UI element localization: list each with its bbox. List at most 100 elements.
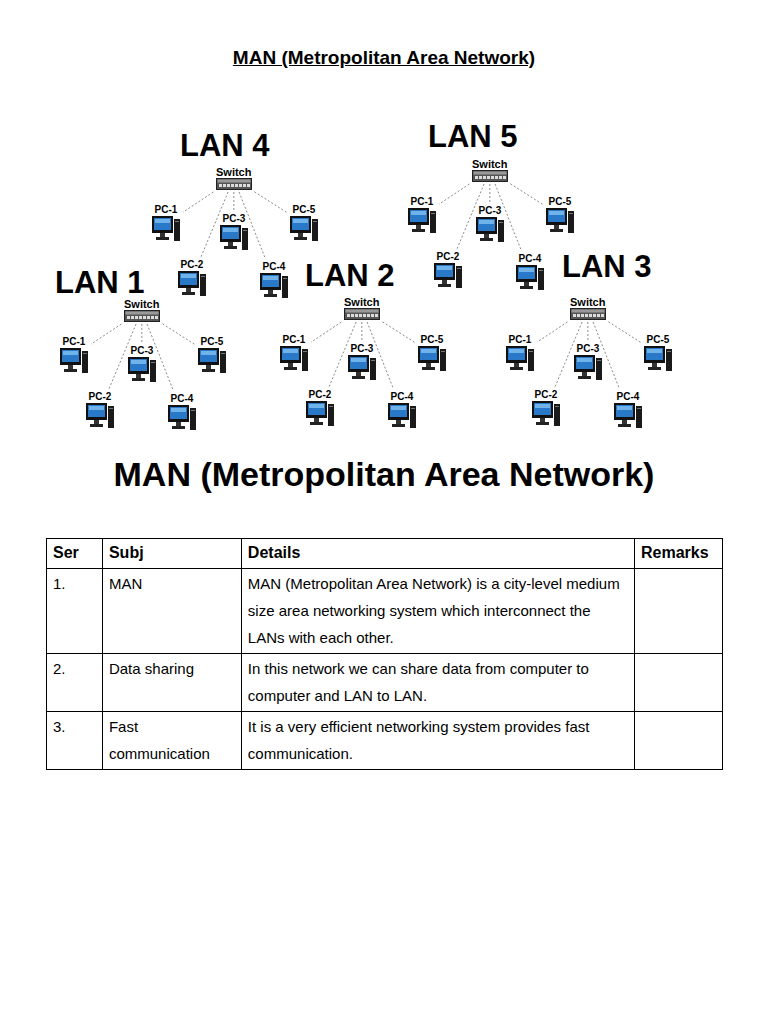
network-cable bbox=[239, 192, 265, 259]
switch-label: Switch bbox=[569, 297, 606, 308]
computer-icon bbox=[197, 347, 227, 375]
switch-label: Switch bbox=[343, 297, 380, 308]
table-row: 2.Data sharingIn this network we can sha… bbox=[47, 654, 723, 712]
table-cell bbox=[635, 569, 723, 654]
pc-label: PC-2 bbox=[534, 389, 559, 400]
computer-icon bbox=[643, 345, 673, 373]
computer: PC-5 bbox=[197, 336, 227, 375]
cell-text: 1. bbox=[53, 575, 66, 592]
cell-text: Subj bbox=[109, 544, 144, 561]
pc-label: PC-5 bbox=[548, 196, 573, 207]
table-row: 3. Fast communication It is a very efficie… bbox=[47, 712, 723, 770]
cell-text: Details bbox=[248, 544, 300, 561]
network-cable bbox=[608, 322, 641, 343]
network-switch: Switch bbox=[471, 159, 508, 182]
pc-label: PC-3 bbox=[130, 345, 155, 356]
computer: PC-1 bbox=[279, 334, 309, 373]
computer: PC-5 bbox=[417, 334, 447, 373]
network-cable bbox=[254, 192, 287, 213]
computer: PC-1 bbox=[505, 334, 535, 373]
pc-label: PC-2 bbox=[436, 251, 461, 262]
pc-label: PC-4 bbox=[390, 391, 415, 402]
computer-icon bbox=[259, 272, 289, 300]
header-cell: Subj bbox=[102, 539, 241, 569]
switch-icon bbox=[216, 178, 252, 190]
pc-label: PC-4 bbox=[616, 391, 641, 402]
cell-text: Ser bbox=[53, 544, 79, 561]
computer: PC-5 bbox=[289, 204, 319, 243]
pc-label: PC-5 bbox=[292, 204, 317, 215]
page-title: MAN (Metropolitan Area Network) bbox=[0, 47, 768, 69]
pc-label: PC-2 bbox=[88, 391, 113, 402]
computer-icon bbox=[545, 207, 575, 235]
computer: PC-1 bbox=[59, 336, 89, 375]
computer: PC-2 bbox=[85, 391, 115, 430]
computer-icon bbox=[219, 224, 249, 252]
network-switch: Switch bbox=[569, 297, 606, 320]
table-cell: 3. bbox=[47, 712, 103, 770]
pc-label: PC-1 bbox=[62, 336, 87, 347]
pc-label: PC-1 bbox=[282, 334, 307, 345]
table-cell: Data sharing bbox=[102, 654, 241, 712]
network-cable bbox=[233, 192, 234, 211]
computer: PC-3 bbox=[347, 343, 377, 382]
computer: PC-4 bbox=[515, 253, 545, 292]
pc-label: PC-4 bbox=[518, 253, 543, 264]
network-cable bbox=[91, 324, 121, 344]
table-cell: MAN (Metropolitan Area Network) is a cit… bbox=[241, 569, 634, 654]
cell-text: It is a very efficient networking system… bbox=[248, 718, 590, 762]
computer: PC-1 bbox=[407, 196, 437, 235]
network-cable bbox=[183, 192, 213, 212]
network-cable bbox=[367, 322, 393, 389]
switch-label: Switch bbox=[123, 299, 160, 310]
network-switch: Switch bbox=[123, 299, 160, 322]
computer: PC-3 bbox=[475, 205, 505, 244]
lan-label: LAN 2 bbox=[305, 259, 395, 293]
pc-label: PC-3 bbox=[350, 343, 375, 354]
pc-label: PC-1 bbox=[154, 204, 179, 215]
table-cell: 1. bbox=[47, 569, 103, 654]
switch-icon bbox=[344, 308, 380, 320]
computer-icon bbox=[475, 216, 505, 244]
computer-icon bbox=[59, 347, 89, 375]
cell-text: Fast communication bbox=[109, 718, 210, 762]
computer: PC-3 bbox=[573, 343, 603, 382]
computer-icon bbox=[573, 354, 603, 382]
header-cell: Remarks bbox=[635, 539, 723, 569]
network-cable bbox=[537, 322, 567, 342]
computer: PC-2 bbox=[531, 389, 561, 428]
computer-icon bbox=[505, 345, 535, 373]
network-cable bbox=[147, 324, 173, 391]
computer: PC-4 bbox=[387, 391, 417, 430]
pc-label: PC-4 bbox=[170, 393, 195, 404]
computer-icon bbox=[127, 356, 157, 384]
cell-text: 3. bbox=[53, 718, 66, 735]
computer: PC-4 bbox=[167, 393, 197, 432]
network-cable bbox=[495, 184, 521, 251]
pc-label: PC-3 bbox=[478, 205, 503, 216]
computer: PC-3 bbox=[127, 345, 157, 384]
header-cell: Ser bbox=[47, 539, 103, 569]
computer: PC-2 bbox=[433, 251, 463, 290]
lan-label: LAN 3 bbox=[562, 250, 652, 284]
table-cell: MAN bbox=[102, 569, 241, 654]
cell-text: 2. bbox=[53, 660, 66, 677]
switch-label: Switch bbox=[215, 167, 252, 178]
cell-text: Remarks bbox=[641, 544, 709, 561]
info-table: Ser Subj Details Remarks 1. MANMAN (Metropoli… bbox=[46, 538, 723, 770]
switch-icon bbox=[124, 310, 160, 322]
computer: PC-5 bbox=[545, 196, 575, 235]
computer: PC-2 bbox=[305, 389, 335, 428]
header-cell: Details bbox=[241, 539, 634, 569]
pc-label: PC-3 bbox=[222, 213, 247, 224]
network-cable bbox=[311, 322, 341, 342]
network-cable bbox=[382, 322, 415, 343]
computer-icon bbox=[433, 262, 463, 290]
pc-label: PC-3 bbox=[576, 343, 601, 354]
cell-text: MAN (Metropolitan Area Network) is a cit… bbox=[248, 575, 620, 646]
computer-icon bbox=[613, 402, 643, 430]
table-cell: It is a very efficient networking system… bbox=[241, 712, 634, 770]
table-cell bbox=[635, 654, 723, 712]
